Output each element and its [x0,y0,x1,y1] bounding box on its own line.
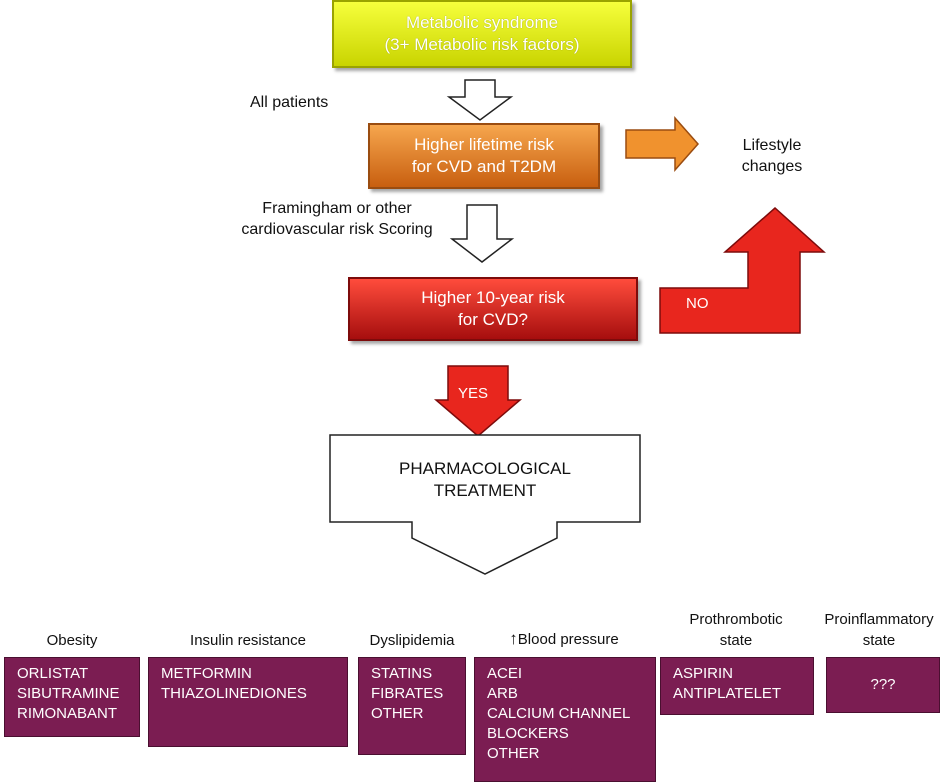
blood-pressure-text: Blood pressure [517,631,619,648]
drug-item: RIMONABANT [17,705,118,722]
metabolic-syndrome-line1: Metabolic syndrome [405,13,559,32]
drug-item: METFORMIN [161,665,252,682]
yes-label: YES [458,385,489,402]
drug-item: ANTIPLATELET [673,685,782,702]
drug-item: THIAZOLINEDIONES [161,685,307,702]
drug-box-proinflammatory: ??? [826,657,940,713]
lifetime-risk-box: Higher lifetime risk for CVD and T2DM [368,123,600,189]
pharma-line1: PHARMACOLOGICAL [399,459,571,478]
up-arrow-icon: ↑ [509,629,518,648]
drug-box-blood-pressure: ACEI ARB CALCIUM CHANNEL BLOCKERS OTHER [474,657,656,782]
down-arrow-yes [433,365,523,437]
proinflammatory-line1: Proinflammatory [824,611,934,628]
ten-year-risk-line2: for CVD? [458,310,528,329]
drug-item: CALCIUM CHANNEL [487,705,631,722]
drug-item: ORLISTAT [17,665,89,682]
down-arrow-scoring [449,204,515,263]
drug-item: ASPIRIN [673,665,734,682]
drug-item: ACEI [487,665,523,682]
all-patients-label: All patients [250,94,329,111]
category-label-dyslipidemia: Dyslipidemia [369,632,455,649]
category-label-prothrombotic: Prothrombotic state [656,609,816,651]
down-arrow-all-patients [446,79,514,121]
drug-box-dyslipidemia: STATINS FIBRATES OTHER [358,657,466,755]
pharma-line2: TREATMENT [433,481,537,500]
prothrombotic-line1: Prothrombotic [689,611,783,628]
lifestyle-changes-line1: Lifestyle [742,137,802,154]
drug-item: OTHER [371,705,424,722]
pharma-treatment-shape [329,434,641,575]
category-label-insulin: Insulin resistance [190,632,306,649]
scoring-label: Framingham or other cardiovascular risk … [222,198,452,240]
right-arrow-lifestyle [625,116,700,172]
pharma-treatment-label: PHARMACOLOGICAL TREATMENT [330,458,640,502]
drug-item: FIBRATES [371,685,444,702]
scoring-line1: Framingham or other [262,200,412,217]
drug-item: BLOCKERS [487,725,569,742]
drug-item: OTHER [487,745,540,762]
metabolic-syndrome-line2: (3+ Metabolic risk factors) [384,35,580,54]
category-label-proinflammatory: Proinflammatory state [818,609,940,651]
scoring-line2: cardiovascular risk Scoring [241,221,433,238]
ten-year-risk-line1: Higher 10-year risk [421,288,565,307]
drug-box-prothrombotic: ASPIRIN ANTIPLATELET [660,657,814,715]
drug-box-insulin: METFORMIN THIAZOLINEDIONES [148,657,348,747]
prothrombotic-line2: state [719,632,753,649]
no-label: NO [686,295,709,312]
category-label-blood-pressure: ↑Blood pressure [474,628,654,650]
ten-year-risk-box: Higher 10-year risk for CVD? [348,277,638,341]
drug-item: ARB [487,685,518,702]
category-label-obesity: Obesity [46,632,98,649]
drug-item: STATINS [371,665,433,682]
drug-item: ??? [870,676,896,693]
proinflammatory-line2: state [862,632,896,649]
drug-box-obesity: ORLISTAT SIBUTRAMINE RIMONABANT [4,657,140,737]
drug-item: SIBUTRAMINE [17,685,120,702]
lifetime-risk-line1: Higher lifetime risk [414,135,554,154]
metabolic-syndrome-box: Metabolic syndrome (3+ Metabolic risk fa… [332,0,632,68]
lifetime-risk-line2: for CVD and T2DM [411,157,557,176]
lifestyle-changes-line2: changes [741,158,803,175]
lifestyle-changes-label: Lifestyle changes [722,135,822,177]
bent-arrow-no [659,206,826,334]
